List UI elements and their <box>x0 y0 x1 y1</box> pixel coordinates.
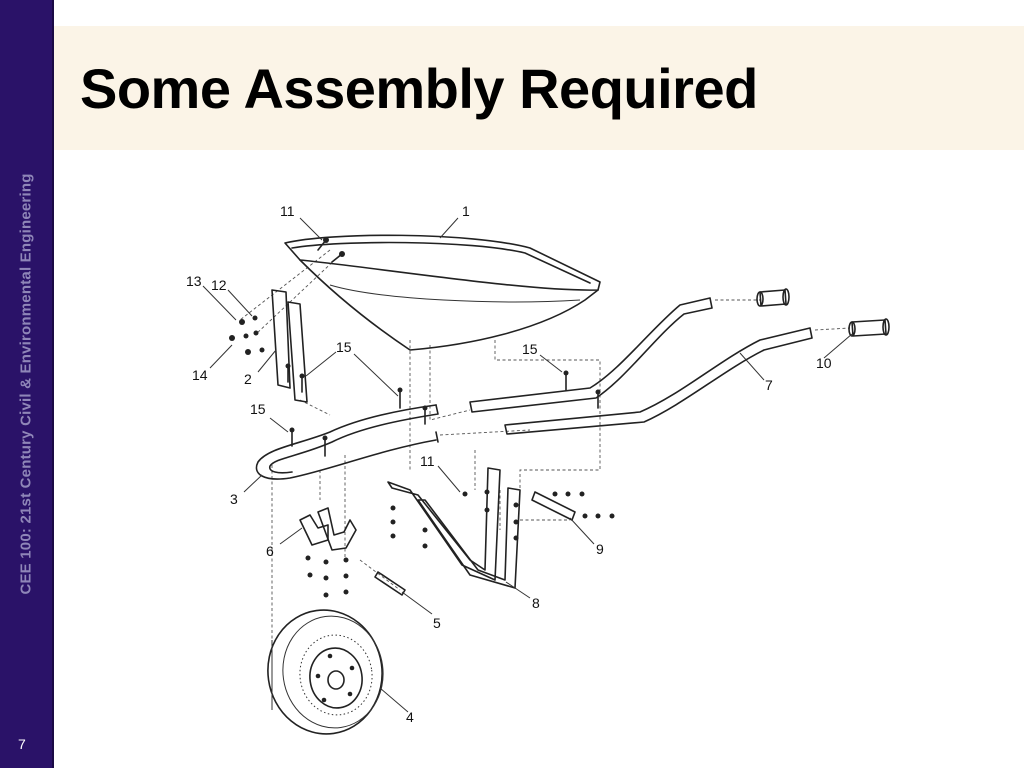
sidebar-edge <box>52 0 54 768</box>
label-part-4: 4 <box>406 709 414 725</box>
title-banner <box>54 26 1024 150</box>
label-part-7: 7 <box>765 377 773 393</box>
label-part-10: 10 <box>816 355 832 371</box>
label-part-14: 14 <box>192 367 208 383</box>
part-hardware-center <box>390 489 519 549</box>
slide-title: Some Assembly Required <box>80 57 758 120</box>
label-part-12: 12 <box>211 277 227 293</box>
label-part-2: 2 <box>244 371 252 387</box>
part-hardware-left <box>229 315 265 355</box>
label-part-15-a: 15 <box>336 339 352 355</box>
part-tray <box>284 234 601 351</box>
part-handles <box>469 297 813 435</box>
label-part-6: 6 <box>266 543 274 559</box>
label-part-9: 9 <box>596 541 604 557</box>
sidebar: CEE 100: 21st Century Civil & Environmen… <box>0 0 52 768</box>
part-labels: 1 11 13 12 14 2 15 15 15 3 6 11 5 4 8 9 … <box>186 203 832 725</box>
label-part-5: 5 <box>433 615 441 631</box>
part-axle-brackets <box>462 491 615 521</box>
label-part-15-b: 15 <box>250 401 266 417</box>
assembly-guide-lines <box>239 249 851 650</box>
sidebar-course-title: CEE 100: 21st Century Civil & Environmen… <box>17 173 35 595</box>
label-part-11-mid: 11 <box>420 453 435 469</box>
wheelbarrow-assembly-diagram: 1 11 13 12 14 2 15 15 15 3 6 11 5 4 8 9 … <box>186 203 890 735</box>
label-part-15-c: 15 <box>522 341 538 357</box>
part-leg-stand <box>387 467 521 589</box>
part-axle-clamps <box>299 507 357 598</box>
page-number: 7 <box>18 736 26 752</box>
part-grips <box>756 288 890 337</box>
label-part-8: 8 <box>532 595 540 611</box>
label-part-13: 13 <box>186 273 202 289</box>
label-part-3: 3 <box>230 491 238 507</box>
label-part-1: 1 <box>462 203 470 219</box>
part-bolts-top <box>317 237 345 263</box>
leader-lines <box>202 217 853 713</box>
label-part-11-top: 11 <box>280 203 295 219</box>
part-screws <box>285 363 601 457</box>
part-axle <box>374 571 406 596</box>
part-wheel <box>267 609 384 735</box>
part-front-frame <box>255 404 439 480</box>
part-braces <box>271 289 308 403</box>
